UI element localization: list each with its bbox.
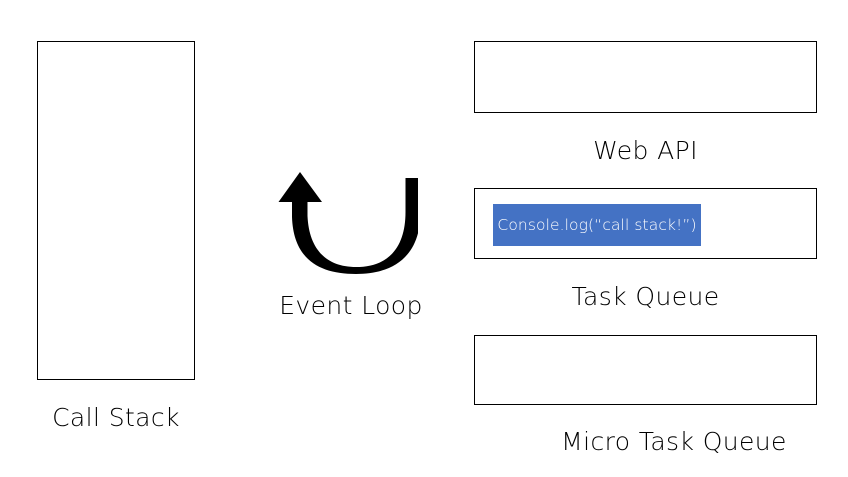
u-turn-arrow-path <box>278 172 421 274</box>
web-api-label: Web API <box>593 136 698 165</box>
micro-task-queue-label: Micro Task Queue <box>561 427 787 456</box>
u-turn-arrow-svg <box>278 172 421 274</box>
task-queue-label: Task Queue <box>571 282 720 311</box>
event-loop-label: Event Loop <box>279 291 423 320</box>
u-turn-arrow-icon <box>278 170 421 274</box>
task-queue-item-label: Console.log(“call stack!”) <box>497 216 697 234</box>
call-stack-label: Call Stack <box>52 403 180 432</box>
micro-task-queue-box[interactable] <box>474 335 817 405</box>
call-stack-box[interactable] <box>37 41 195 380</box>
web-api-box[interactable] <box>474 41 817 113</box>
task-queue-item-chip[interactable]: Console.log(“call stack!”) <box>493 204 701 246</box>
